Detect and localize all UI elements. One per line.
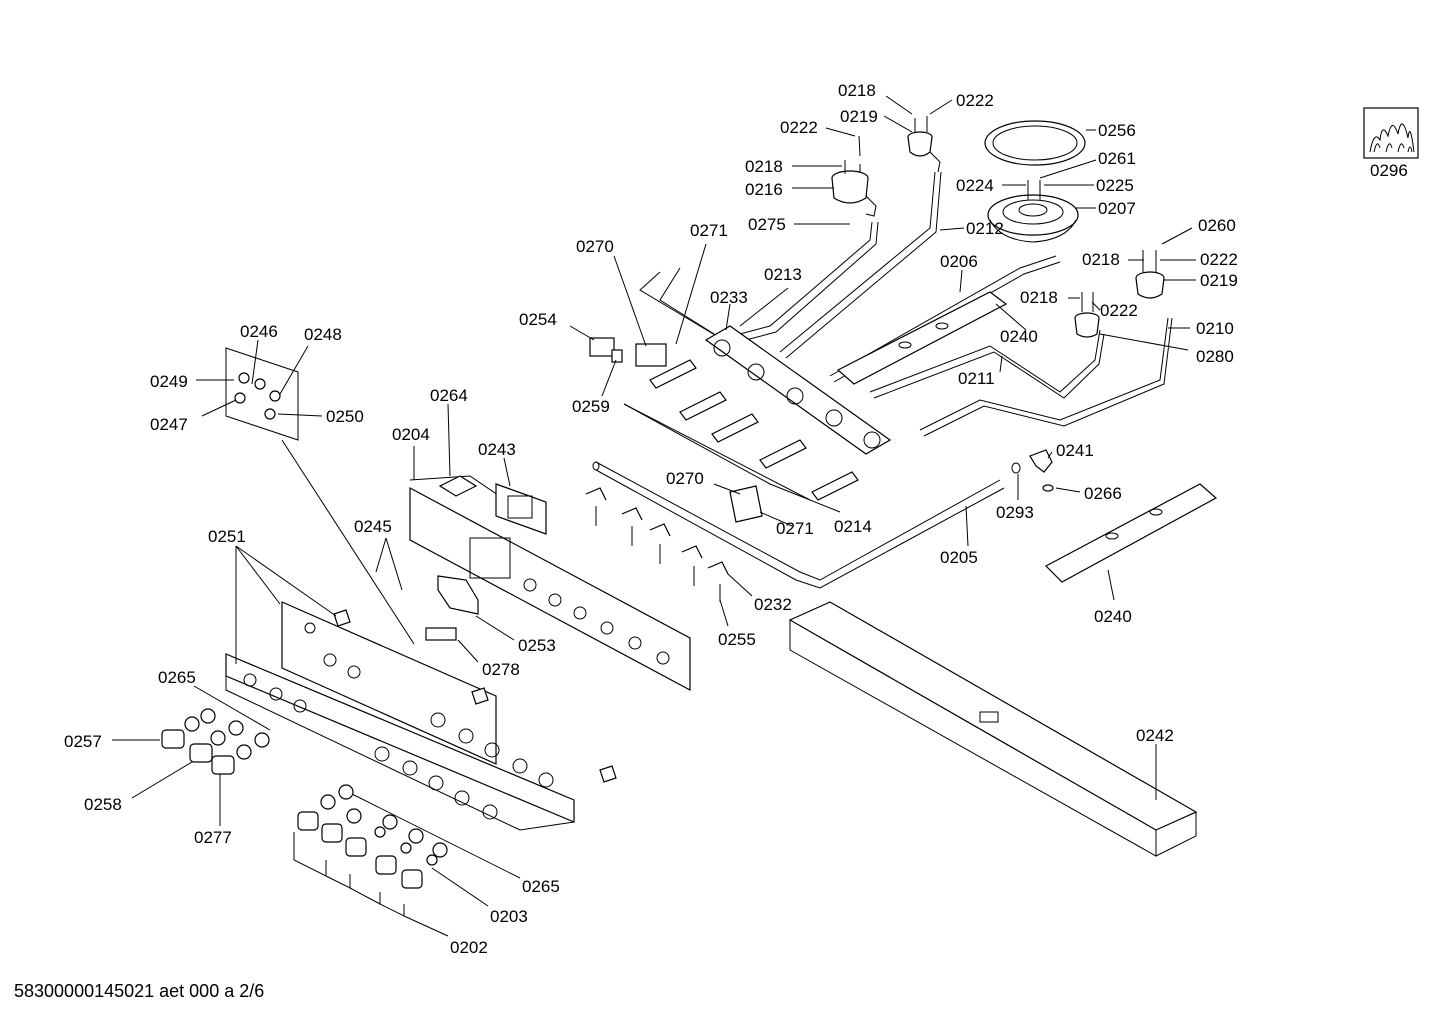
label-0213: 0213 — [764, 265, 802, 284]
label-0265: 0265 — [522, 877, 560, 896]
clip-a — [333, 609, 351, 627]
label-0257: 0257 — [64, 732, 102, 751]
label-0264: 0264 — [430, 386, 468, 405]
spark-module-0254 — [589, 337, 667, 367]
brackets-0232 — [585, 487, 729, 602]
label-0255: 0255 — [718, 630, 756, 649]
label-0225: 0225 — [1096, 176, 1134, 195]
label-0219: 0219 — [840, 107, 878, 126]
burner-cup-0216 — [831, 135, 877, 217]
label-0211: 0211 — [958, 369, 995, 388]
label-0258: 0258 — [84, 795, 122, 814]
label-0280: 0280 — [1196, 347, 1234, 366]
label-0203: 0203 — [490, 907, 528, 926]
label-0271: 0271 — [690, 221, 728, 240]
label-0218: 0218 — [1082, 250, 1120, 269]
leader-lines — [112, 95, 1196, 937]
label-0210: 0210 — [1196, 319, 1234, 338]
burner-cup-0219-right — [1135, 250, 1165, 299]
front-fascia — [225, 653, 575, 831]
terminal-0270 — [729, 485, 763, 523]
label-0277: 0277 — [194, 828, 232, 847]
label-0254: 0254 — [519, 310, 557, 329]
terminal-block-0253 — [437, 575, 479, 615]
label-0224: 0224 — [956, 176, 994, 195]
label-0222: 0222 — [1200, 250, 1238, 269]
label-0240: 0240 — [1000, 327, 1038, 346]
clip-c — [599, 765, 617, 783]
label-0247: 0247 — [150, 415, 188, 434]
label-0219: 0219 — [1200, 271, 1238, 290]
gas-taps — [649, 359, 859, 501]
label-0266: 0266 — [1084, 484, 1122, 503]
label-0218: 0218 — [838, 81, 876, 100]
screw-set-0246 — [225, 347, 299, 441]
label-0222: 0222 — [780, 118, 818, 137]
burner-cup-0280 — [1074, 292, 1100, 338]
label-0242: 0242 — [1136, 726, 1174, 745]
drawing-reference-number: 58300000145021 aet 000 a 2/6 — [14, 981, 265, 1001]
label-0249: 0249 — [150, 372, 188, 391]
label-0240: 0240 — [1094, 607, 1132, 626]
label-0205: 0205 — [940, 548, 978, 567]
wok-burner-0207 — [987, 180, 1079, 243]
label-0216: 0216 — [745, 180, 783, 199]
part-labels: 0218 0222 0219 0256 0222 0261 0218 0216 … — [64, 81, 1408, 957]
valve-manifold — [704, 325, 892, 455]
legend-label-0296: 0296 — [1370, 161, 1408, 180]
label-0218: 0218 — [745, 157, 783, 176]
burner-bar-0206 — [836, 291, 1008, 385]
label-0275: 0275 — [748, 215, 786, 234]
label-0222: 0222 — [1100, 301, 1138, 320]
tray-0242 — [788, 601, 1198, 857]
label-0222: 0222 — [956, 91, 994, 110]
label-0212: 0212 — [966, 219, 1004, 238]
label-0253: 0253 — [518, 636, 556, 655]
label-0270: 0270 — [576, 237, 614, 256]
bracket-0243 — [495, 483, 547, 535]
bracket-0264 — [438, 475, 478, 497]
label-0265: 0265 — [158, 668, 196, 687]
label-0232: 0232 — [754, 595, 792, 614]
front-panel-0251 — [281, 601, 497, 765]
label-0250: 0250 — [326, 407, 364, 426]
burner-cup-0219-top — [907, 116, 941, 173]
label-0259: 0259 — [572, 397, 610, 416]
label-0204: 0204 — [392, 425, 430, 444]
label-0248: 0248 — [304, 325, 342, 344]
elbow-0241 — [1011, 449, 1054, 492]
flame-icon — [1363, 107, 1419, 159]
label-0241: 0241 — [1056, 441, 1094, 460]
label-0271: 0271 — [776, 519, 814, 538]
part-0278 — [425, 627, 457, 641]
label-0278: 0278 — [482, 660, 520, 679]
gas-rail-0205 — [592, 461, 1005, 589]
label-0246: 0246 — [240, 322, 278, 341]
burner-ring-0256 — [984, 120, 1086, 166]
label-0260: 0260 — [1198, 216, 1236, 235]
gas-pipes — [639, 171, 1173, 437]
label-0293: 0293 — [996, 503, 1034, 522]
label-0245: 0245 — [354, 517, 392, 536]
label-0214: 0214 — [834, 517, 872, 536]
label-0233: 0233 — [710, 288, 748, 307]
label-0218: 0218 — [1020, 288, 1058, 307]
label-0256: 0256 — [1098, 121, 1136, 140]
label-0243: 0243 — [478, 440, 516, 459]
label-0207: 0207 — [1098, 199, 1136, 218]
burner-bar-0240-lower — [1045, 483, 1218, 583]
label-0270: 0270 — [666, 469, 704, 488]
clip-b — [471, 687, 489, 705]
label-0206: 0206 — [940, 252, 978, 271]
control-knobs — [161, 708, 448, 889]
label-0202: 0202 — [450, 938, 488, 957]
label-0261: 0261 — [1098, 149, 1136, 168]
label-0251: 0251 — [208, 527, 246, 546]
